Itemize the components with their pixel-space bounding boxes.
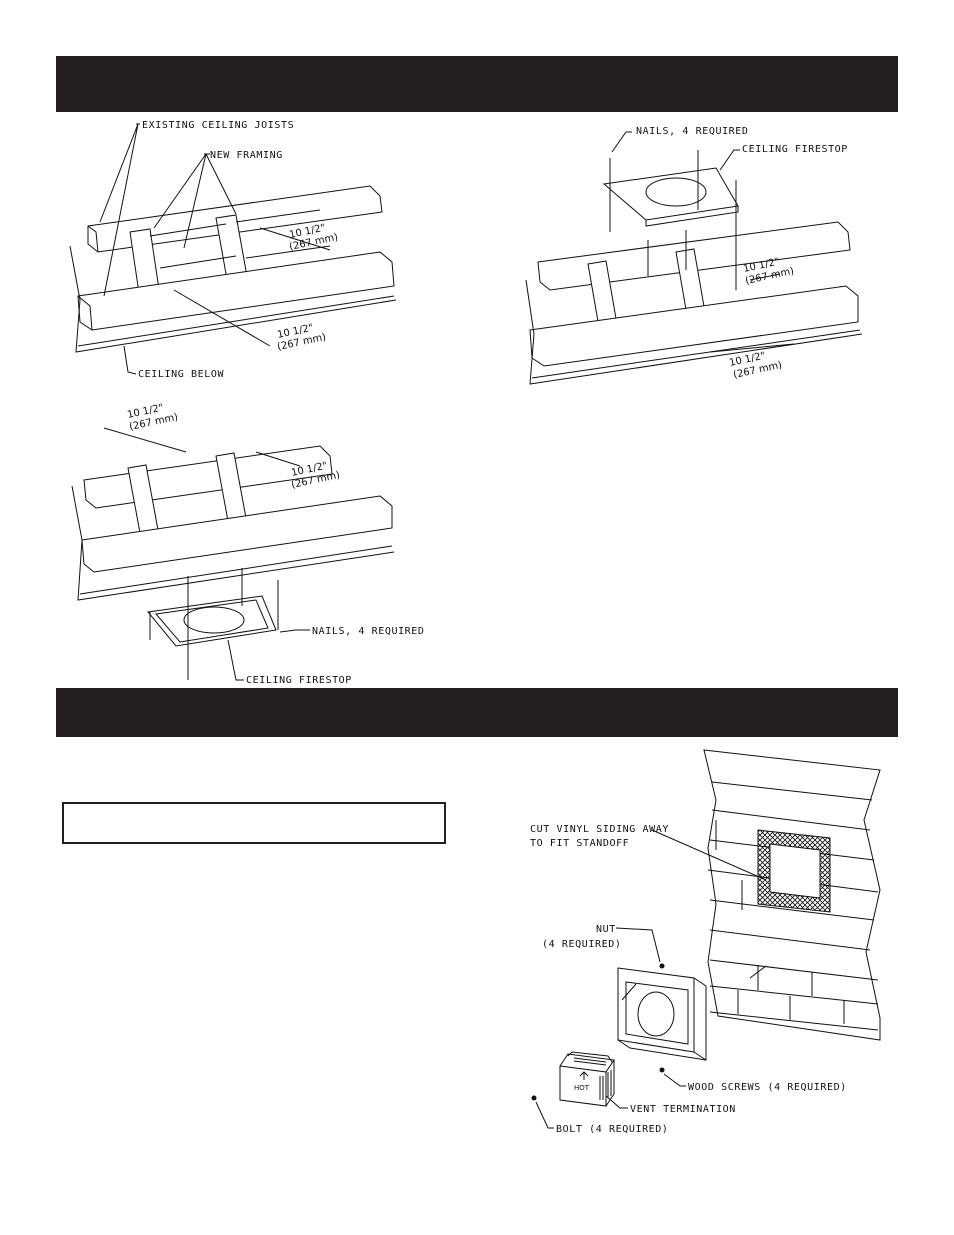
nut-icon — [659, 963, 665, 969]
label-to-fit-standoff: TO FIT STANDOFF — [530, 838, 629, 849]
label-hot: HOT — [574, 1084, 590, 1092]
label-new-framing: NEW FRAMING — [210, 150, 283, 161]
section-header-bar-top — [56, 56, 898, 112]
wood-screw-icon — [659, 1067, 665, 1073]
label-ceiling-firestop-bottom: CEILING FIRESTOP — [246, 675, 352, 686]
label-wood-screws: WOOD SCREWS (4 REQUIRED) — [688, 1082, 847, 1093]
bolt-icon — [531, 1095, 537, 1101]
empty-note-box — [62, 802, 446, 844]
section-header-bar-middle — [56, 688, 898, 737]
label-cut-vinyl-siding: CUT VINYL SIDING AWAY — [530, 824, 669, 835]
label-nut: NUT — [596, 924, 616, 935]
figure-firestop-from-below: 10 1/2" (267 mm) 10 1/2" (267 mm) NAILS,… — [71, 403, 425, 686]
label-vent-termination: VENT TERMINATION — [630, 1104, 736, 1115]
label-nut-quantity: (4 REQUIRED) — [542, 939, 621, 950]
label-bolt: BOLT (4 REQUIRED) — [556, 1124, 669, 1135]
figure-firestop-from-above: NAILS, 4 REQUIRED CEILING FIRESTOP 10 1/… — [525, 126, 863, 385]
label-ceiling-below: CEILING BELOW — [138, 369, 224, 380]
label-existing-ceiling-joists: EXISTING CEILING JOISTS — [142, 120, 294, 131]
figure-ceiling-framing: EXISTING CEILING JOISTS NEW FRAMING CEIL… — [69, 120, 397, 380]
label-ceiling-firestop-top: CEILING FIRESTOP — [742, 144, 848, 155]
label-nails-bottom: NAILS, 4 REQUIRED — [312, 626, 425, 637]
label-nails-top: NAILS, 4 REQUIRED — [636, 126, 749, 137]
figure-vent-termination-wall: HOT CUT VINYL SIDING AWAY TO FIT STANDOF… — [530, 749, 881, 1135]
